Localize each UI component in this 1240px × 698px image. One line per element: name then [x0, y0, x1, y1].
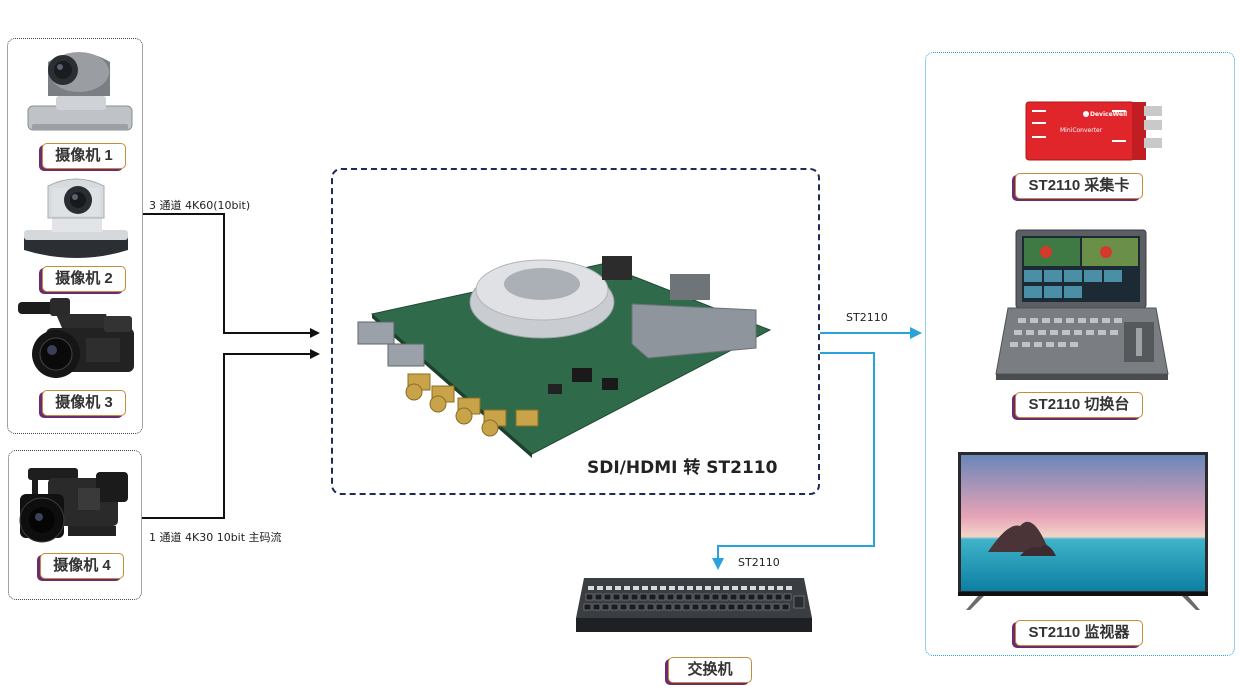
- input-top-label: 3 通道 4K60(10bit): [149, 199, 251, 212]
- converter-box: [331, 168, 820, 495]
- capture-card-icon: DeviceWell MiniConverter: [1025, 101, 1162, 161]
- camera-3-label: 摄像机 3: [42, 390, 126, 416]
- monitor-icon: [958, 452, 1208, 610]
- output-line-switch: [712, 352, 875, 570]
- converter-board-icon: [357, 256, 772, 458]
- network-switch-label: 交换机: [668, 657, 752, 683]
- input-bottom-label: 1 通道 4K30 10bit 主码流: [149, 531, 282, 544]
- switcher-label: ST2110 切换台: [1015, 392, 1143, 418]
- output-right-label: ST2110: [846, 311, 888, 324]
- camcorder-3-icon: [18, 298, 134, 378]
- capture-card-model: MiniConverter: [1060, 127, 1103, 134]
- capture-card-label: ST2110 采集卡: [1015, 173, 1143, 199]
- network-switch-icon: [576, 578, 812, 632]
- input-line-top: [143, 213, 320, 338]
- output-switch-label: ST2110: [738, 556, 780, 569]
- camera-group-4: [8, 450, 142, 600]
- output-group: [925, 52, 1235, 656]
- camera-2-label: 摄像机 2: [42, 266, 126, 292]
- ptz-camera-1-icon: [27, 52, 133, 131]
- camera-4-label: 摄像机 4: [40, 553, 124, 579]
- cinema-camera-4-icon: [19, 468, 128, 543]
- input-line-bottom: [142, 349, 320, 519]
- monitor-label: ST2110 监视器: [1015, 620, 1143, 646]
- ptz-camera-2-icon: [24, 178, 128, 258]
- camera-1-label: 摄像机 1: [42, 143, 126, 169]
- switcher-icon: [995, 229, 1169, 380]
- camera-group-1-3: [7, 38, 143, 434]
- converter-title: SDI/HDMI 转 ST2110: [587, 458, 778, 478]
- capture-card-brand: DeviceWell: [1090, 111, 1127, 118]
